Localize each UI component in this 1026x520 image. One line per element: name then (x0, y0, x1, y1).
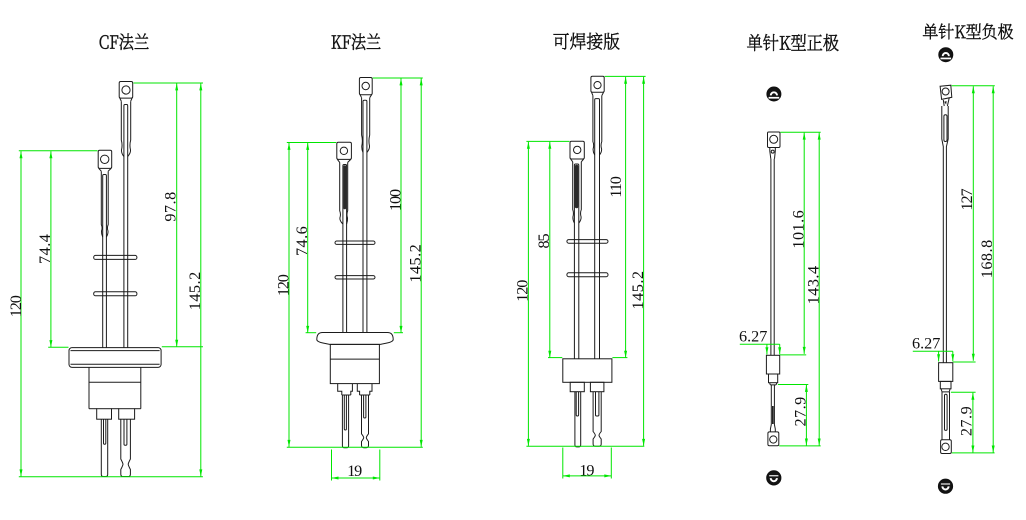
svg-text:97.8: 97.8 (162, 191, 180, 221)
svg-text:6.27: 6.27 (739, 327, 767, 345)
svg-text:6.27: 6.27 (912, 334, 940, 352)
svg-text:145.2: 145.2 (407, 244, 425, 283)
svg-text:145.2: 145.2 (186, 271, 204, 310)
svg-text:110: 110 (607, 176, 625, 197)
svg-text:120: 120 (514, 280, 532, 302)
svg-text:27.9: 27.9 (792, 396, 810, 426)
svg-text:127: 127 (958, 189, 976, 211)
svg-text:27.9: 27.9 (957, 406, 975, 436)
svg-text:101.6: 101.6 (789, 210, 807, 249)
svg-text:120: 120 (7, 295, 25, 317)
svg-text:74.4: 74.4 (36, 234, 54, 264)
svg-text:74.6: 74.6 (293, 226, 311, 256)
svg-text:85: 85 (535, 234, 553, 249)
svg-text:120: 120 (274, 274, 292, 296)
svg-text:168.8: 168.8 (978, 239, 996, 278)
svg-text:145.2: 145.2 (629, 271, 647, 310)
svg-text:19: 19 (347, 462, 362, 480)
svg-text:19: 19 (579, 461, 594, 479)
svg-text:143.4: 143.4 (804, 265, 822, 304)
svg-text:100: 100 (386, 189, 404, 211)
